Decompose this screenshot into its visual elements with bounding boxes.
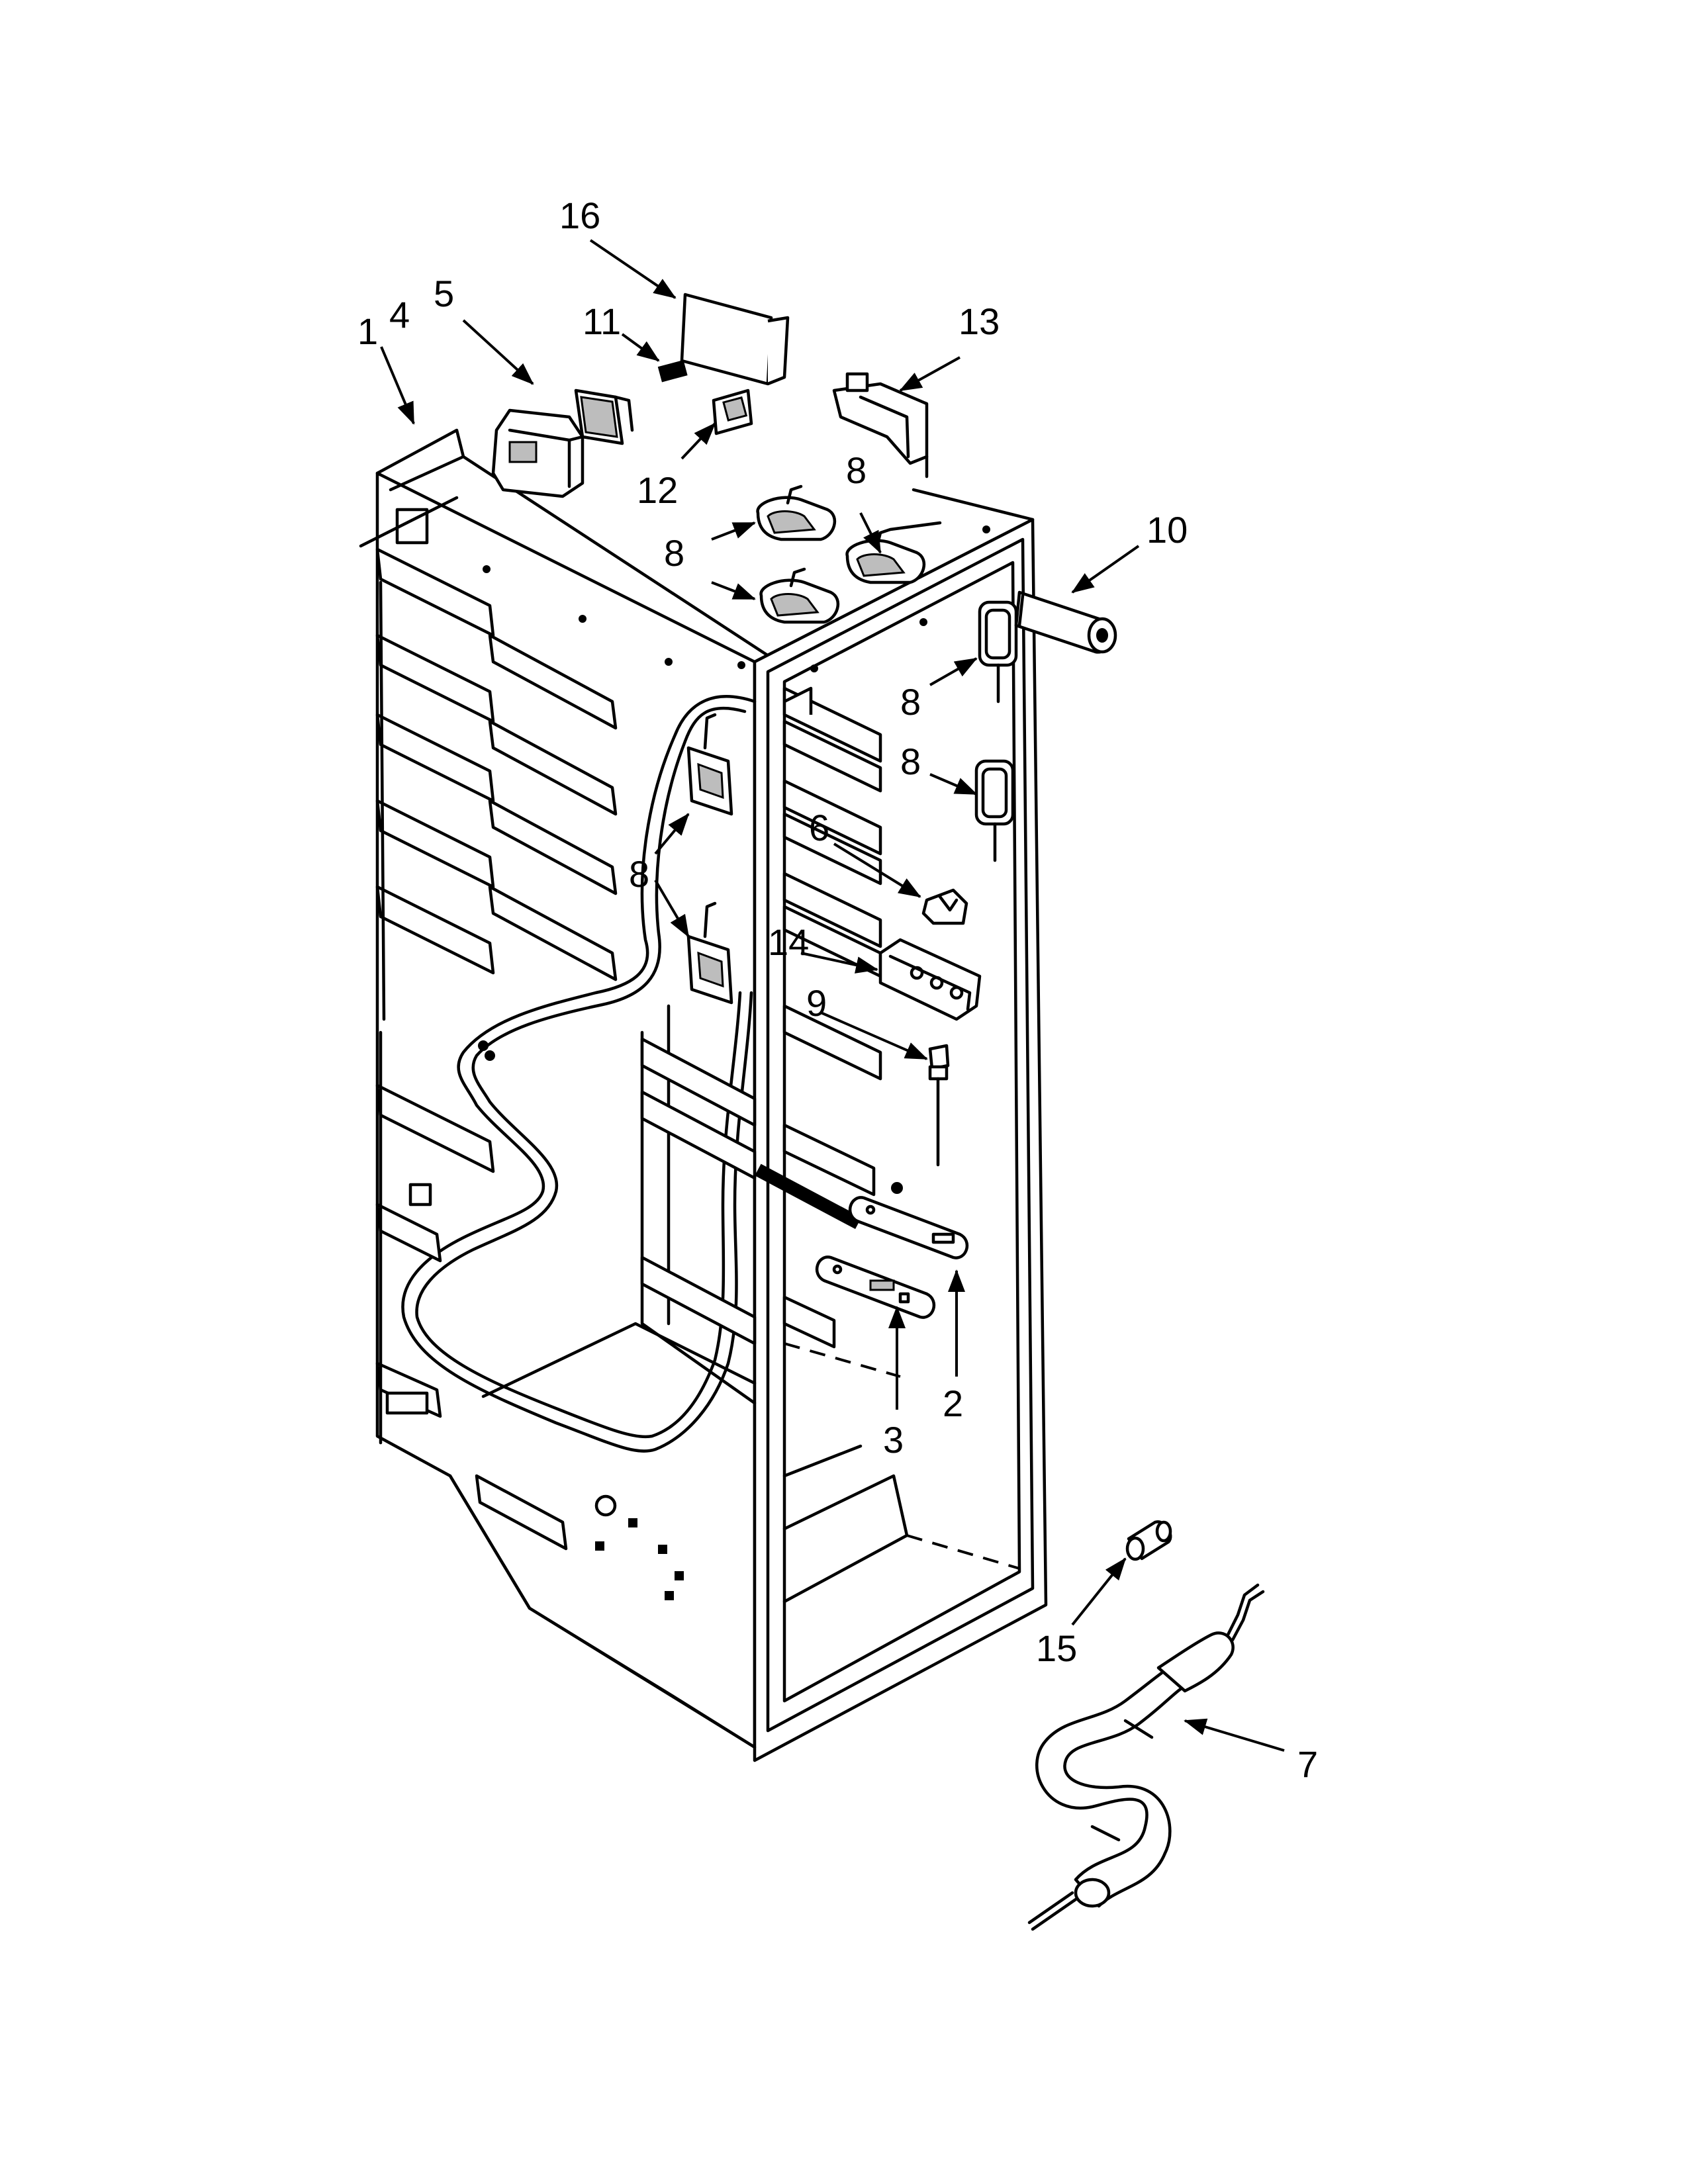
part-9-sensor	[928, 1044, 950, 1167]
callout-8-e: 8	[629, 853, 649, 895]
callout-8-a: 8	[664, 532, 684, 574]
part-8-top-left	[756, 484, 836, 541]
cabinet-liner	[359, 428, 1048, 1762]
callout-11: 11	[583, 300, 621, 342]
part-6-switch	[921, 888, 968, 925]
callout-labels: 1 2 3 4 5 6 7 8 8 8 8 8 9 10 11 12 13 14…	[357, 195, 1318, 1785]
part-16-cover	[680, 293, 790, 386]
crisper-rails	[640, 1037, 862, 1345]
leader-arrows	[380, 239, 1285, 1752]
part-15-cylinder	[1125, 1520, 1172, 1561]
callout-8-c: 8	[900, 681, 921, 723]
callout-13: 13	[959, 300, 1000, 342]
part-11-connector	[657, 359, 688, 383]
callout-16: 16	[559, 195, 600, 236]
part-8-top-center	[759, 567, 839, 624]
callout-7: 7	[1297, 1743, 1318, 1785]
part-10-filter	[1014, 590, 1117, 654]
callout-10: 10	[1147, 509, 1188, 551]
part-14-housing	[878, 938, 982, 1021]
callout-9: 9	[806, 982, 827, 1024]
callout-3: 3	[883, 1419, 904, 1461]
callout-8-d: 8	[900, 741, 921, 782]
part-8-cutaway-lower	[686, 901, 733, 1005]
part-3-strip	[816, 1255, 935, 1319]
callout-8-b: 8	[846, 449, 867, 491]
part-12-plate	[712, 388, 753, 435]
callout-1: 1	[357, 310, 378, 352]
callout-4: 4	[389, 294, 410, 336]
part-7-tube	[1027, 1583, 1265, 1931]
part-8-cutaway-upper	[686, 713, 733, 816]
part-4-housing	[491, 408, 585, 498]
callout-14: 14	[768, 921, 809, 963]
part-8-wall-upper	[978, 600, 1018, 704]
callout-2: 2	[943, 1383, 963, 1424]
callout-15: 15	[1036, 1627, 1077, 1669]
part-13-bracket	[832, 372, 929, 478]
callout-12: 12	[637, 469, 678, 511]
callout-5: 5	[434, 273, 454, 314]
part-5-board	[574, 388, 634, 445]
part-2-strip	[849, 1196, 968, 1259]
callout-6: 6	[809, 807, 829, 848]
